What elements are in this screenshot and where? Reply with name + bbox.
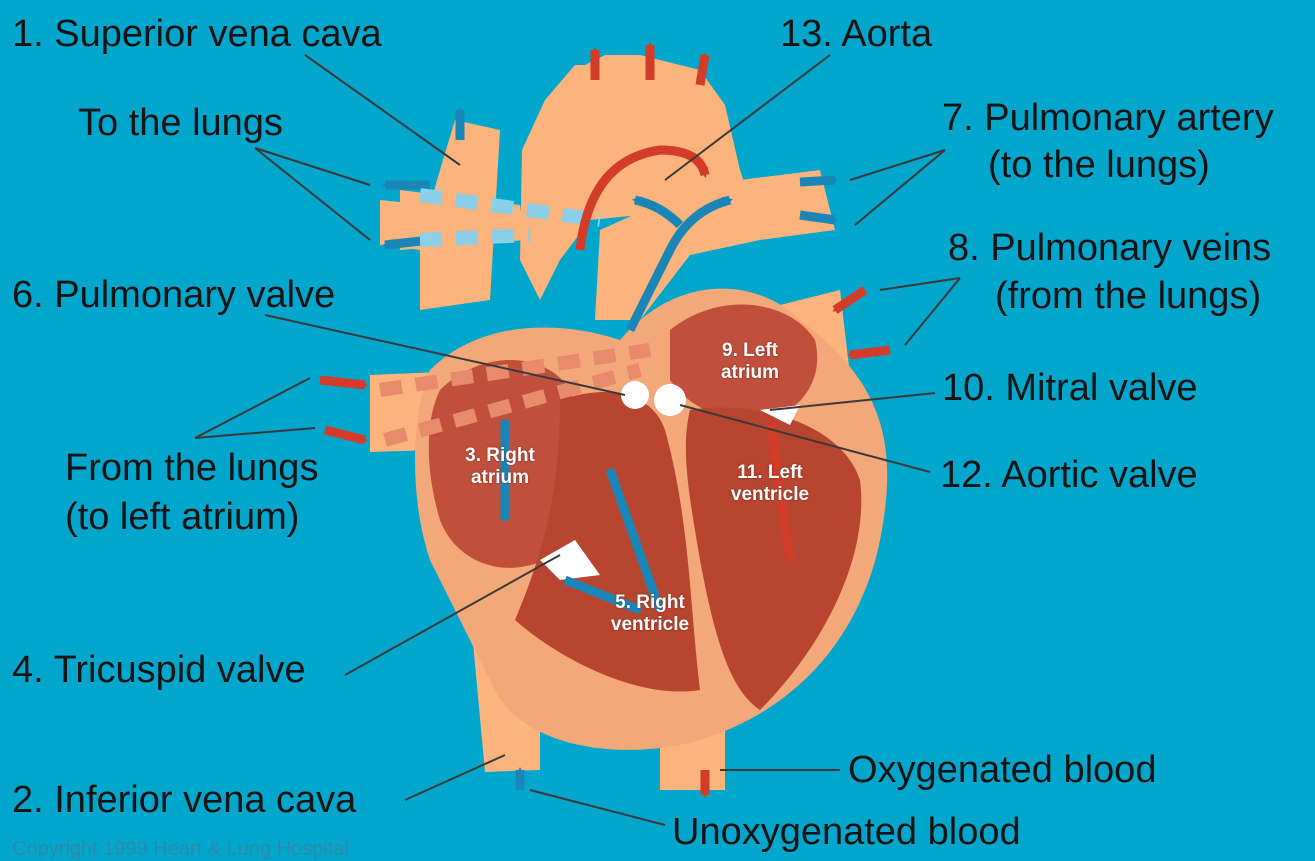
label-tricuspid-valve: 4. Tricuspid valve	[12, 650, 306, 690]
label-oxygenated-blood: Oxygenated blood	[848, 750, 1156, 790]
leader-line	[905, 278, 960, 345]
label-right-atrium-line2: atrium	[440, 467, 560, 489]
label-mitral-valve: 10. Mitral valve	[942, 368, 1198, 408]
label-pulmonary-veins-1: 8. Pulmonary veins	[948, 228, 1271, 268]
leader-line	[880, 278, 960, 290]
label-pulmonary-valve: 6. Pulmonary valve	[12, 275, 335, 315]
label-to-the-lungs: To the lungs	[78, 103, 283, 143]
flow-dash	[420, 235, 530, 240]
label-right-ventricle: 5. Right ventricle	[595, 592, 705, 636]
label-right-atrium-line1: 3. Right	[440, 445, 560, 467]
label-pulmonary-veins-2: (from the lungs)	[995, 276, 1261, 316]
label-left-ventricle: 11. Left ventricle	[705, 462, 835, 506]
leader-line	[850, 150, 945, 180]
label-from-the-lungs-2: (to left atrium)	[65, 497, 299, 537]
leader-line	[530, 790, 665, 825]
label-left-ventricle-line2: ventricle	[705, 484, 835, 506]
label-unoxygenated-blood: Unoxygenated blood	[672, 812, 1021, 852]
label-inferior-vena-cava: 2. Inferior vena cava	[12, 780, 356, 820]
flow-arrow	[850, 350, 890, 355]
leader-line	[255, 148, 370, 240]
flow-arrow	[800, 215, 835, 220]
label-aorta: 13. Aorta	[780, 14, 932, 54]
flow-arrow	[800, 180, 835, 182]
label-left-ventricle-line1: 11. Left	[705, 462, 835, 484]
leader-line	[255, 148, 370, 185]
label-superior-vena-cava: 1. Superior vena cava	[12, 14, 382, 54]
label-pulmonary-artery-1: 7. Pulmonary artery	[942, 98, 1274, 138]
label-right-ventricle-line1: 5. Right	[595, 592, 705, 614]
copyright-text: Copyright 1999 Heart & Lung Hospital	[12, 838, 349, 861]
label-left-atrium: 9. Left atrium	[700, 340, 800, 384]
leader-line	[305, 55, 460, 165]
label-aortic-valve: 12. Aortic valve	[940, 455, 1198, 495]
pulmonary-valve-shape	[621, 381, 649, 409]
label-right-ventricle-line2: ventricle	[595, 614, 705, 636]
label-from-the-lungs-1: From the lungs	[65, 448, 318, 488]
flow-arrow	[700, 55, 705, 85]
aortic-valve-shape	[654, 384, 686, 416]
leader-line	[855, 150, 945, 225]
flow-arrow	[320, 380, 365, 385]
label-left-atrium-line2: atrium	[700, 362, 800, 384]
label-pulmonary-artery-2: (to the lungs)	[988, 145, 1210, 185]
label-left-atrium-line1: 9. Left	[700, 340, 800, 362]
flow-arrow	[325, 430, 365, 440]
leader-line	[405, 755, 505, 800]
label-right-atrium: 3. Right atrium	[440, 445, 560, 489]
